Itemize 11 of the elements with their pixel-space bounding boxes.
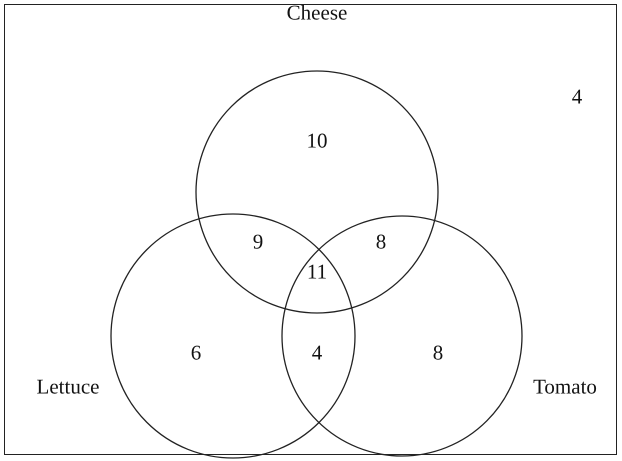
region-count: 9 [252,232,264,252]
region-count: 10 [306,130,328,152]
region-count: 4 [312,342,322,364]
region-count: 8 [432,342,444,364]
region-count: 8 [376,232,386,252]
region-count: 11 [306,262,328,282]
region-count: 4 [572,86,582,108]
set-label: Lettuce [36,376,100,398]
region-count: 6 [190,342,202,364]
set-label: Tomato [533,376,597,398]
set-label: Cheese [286,2,348,24]
